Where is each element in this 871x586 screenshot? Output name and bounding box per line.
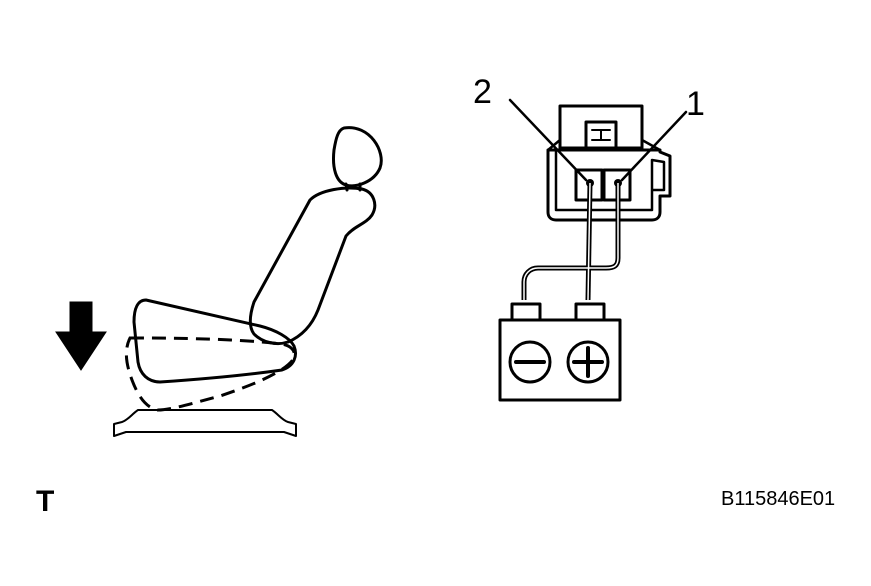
battery-negative-post — [510, 302, 542, 322]
battery-positive-post — [574, 302, 606, 322]
seat-cushion-lowered — [124, 336, 296, 412]
pin-1-label: 1 — [686, 85, 705, 123]
connector-lock — [558, 104, 644, 150]
connector-lock-tab — [584, 120, 618, 152]
seat-rail — [113, 409, 297, 437]
connector-housing — [546, 148, 672, 222]
battery-body — [498, 318, 622, 402]
connector-lock-detail — [591, 129, 611, 141]
headrest — [332, 126, 383, 188]
wires — [521, 182, 621, 301]
battery — [498, 302, 622, 402]
connector-housing-inner — [554, 148, 666, 212]
pin-callouts: 2 1 — [473, 73, 705, 182]
figure-code: B115846E01 — [721, 488, 835, 510]
seat-back — [248, 186, 377, 346]
pin-2-label: 2 — [473, 73, 492, 111]
leader-line-1 — [620, 110, 688, 182]
seat-illustration — [55, 126, 383, 437]
seat-cushion-raised — [132, 298, 297, 384]
plus-icon — [566, 340, 610, 384]
minus-icon — [508, 340, 552, 384]
leader-line-2 — [508, 98, 588, 182]
connector — [546, 104, 672, 222]
corner-mark: T — [36, 485, 54, 518]
arrow-down-icon — [55, 301, 107, 371]
